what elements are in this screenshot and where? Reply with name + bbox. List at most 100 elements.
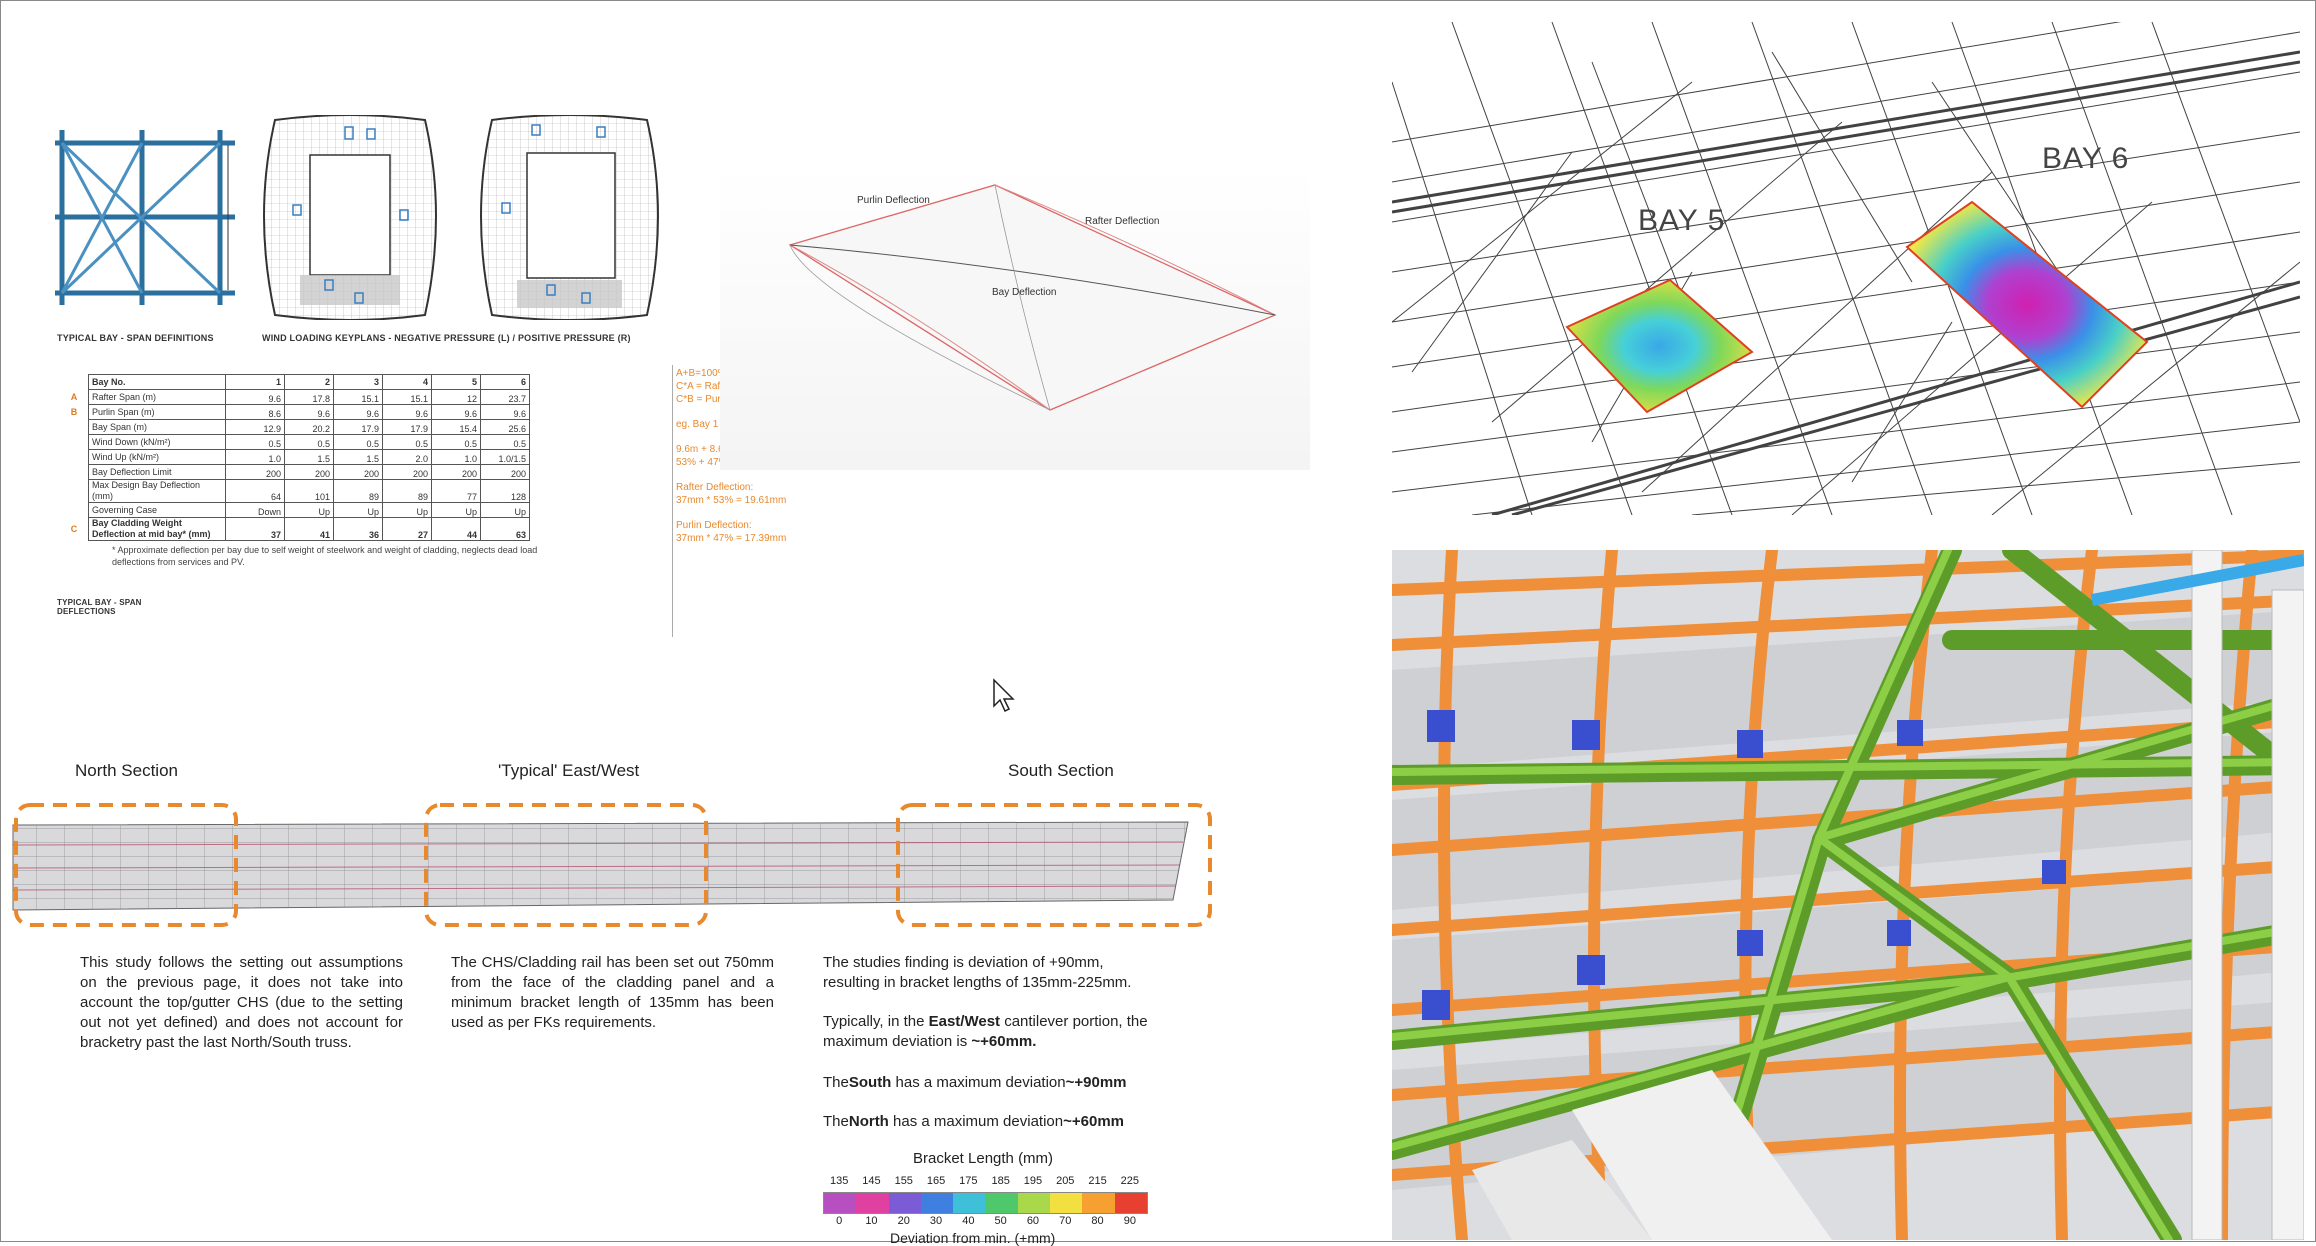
bay-6-label: BAY 6 xyxy=(2042,142,2130,175)
table-header-cell: 3 xyxy=(333,374,383,390)
table-cell: 128 xyxy=(480,479,530,503)
legend-swatch xyxy=(985,1193,1018,1213)
table-footnote: * Approximate deflection per bay due to … xyxy=(112,545,538,567)
table-cell: 9.6 xyxy=(225,389,285,405)
legend-swatch xyxy=(953,1193,986,1213)
legend-tick: 0 xyxy=(836,1215,843,1227)
legend-swatch xyxy=(1017,1193,1051,1213)
legend-color-bar xyxy=(823,1192,1148,1214)
table-cell: 12 xyxy=(431,389,481,405)
legend-tick: 90 xyxy=(1123,1215,1136,1227)
table-cell: 15.1 xyxy=(333,389,383,405)
table-cell: Down xyxy=(225,502,285,518)
table-header-cell: 1 xyxy=(225,374,285,390)
note-line: Rafter Deflection: xyxy=(676,482,754,493)
caption-span-definitions: TYPICAL BAY - SPAN DEFINITIONS xyxy=(57,333,214,343)
table-header-row: Bay No. 1 2 3 4 5 6 xyxy=(60,374,530,390)
paragraph-setting-out: This study follows the setting out assum… xyxy=(80,954,403,1051)
legend-tick: 175 xyxy=(959,1175,978,1187)
table-cell: 200 xyxy=(284,464,334,480)
deflection-sheet xyxy=(788,184,1277,411)
deflection-diagram: Purlin Deflection Rafter Deflection Bay … xyxy=(720,165,1310,470)
row-label: Purlin Span (m) xyxy=(88,404,226,420)
row-label: Bay Cladding Weight Deflection at mid ba… xyxy=(88,517,226,541)
steel-render-drawing xyxy=(1392,550,2304,1240)
table-header-cell: 2 xyxy=(284,374,334,390)
legend-swatch xyxy=(1114,1193,1147,1213)
table-header-cell: 5 xyxy=(431,374,481,390)
row-label: Rafter Span (m) xyxy=(88,389,226,405)
legend-swatch xyxy=(1050,1193,1083,1213)
table-cell: 200 xyxy=(431,464,481,480)
legend-tick: 40 xyxy=(962,1215,975,1227)
legend-tick: 145 xyxy=(862,1175,881,1187)
table-cell: 17.8 xyxy=(284,389,334,405)
row-letter xyxy=(60,503,89,518)
table-cell: Up xyxy=(480,502,530,518)
paragraph-findings: The studies finding is deviation of +90m… xyxy=(823,954,1132,991)
table-cell: 77 xyxy=(431,479,481,503)
legend-tick: 70 xyxy=(1059,1215,1072,1227)
row-label: Bay Span (m) xyxy=(88,419,226,435)
table-cell: 200 xyxy=(382,464,432,480)
wind-keyplan-positive xyxy=(480,115,659,320)
wireframe-drawing xyxy=(1392,22,2300,515)
note-line: Purlin Deflection: xyxy=(676,520,752,531)
south-section-title: South Section xyxy=(1008,761,1114,780)
table-cell: 2.0 xyxy=(382,449,432,465)
table-cell: 9.6 xyxy=(480,404,530,420)
row-label: Governing Case xyxy=(88,502,226,518)
wind-keyplan-negative xyxy=(263,115,437,320)
row-letter: C xyxy=(70,524,78,534)
legend-title: Bracket Length (mm) xyxy=(913,1150,1054,1167)
table-cell: 101 xyxy=(284,479,334,503)
paragraph-north: TheNorth has a maximum deviation~+60mm xyxy=(823,1113,1124,1130)
legend-tick: 225 xyxy=(1120,1175,1140,1187)
divider xyxy=(672,365,673,637)
table-cell: Up xyxy=(431,502,481,518)
table-cell: 41 xyxy=(284,517,334,541)
table-row: C Bay Cladding Weight Deflection at mid b… xyxy=(60,517,530,541)
bay-5-label: BAY 5 xyxy=(1638,204,1726,237)
legend-tick: 80 xyxy=(1091,1215,1104,1227)
row-label: Wind Up (kN/m²) xyxy=(88,449,226,465)
caption-span-deflections: TYPICAL BAY - SPAN DEFLECTIONS xyxy=(57,598,142,616)
purlin-deflection-label: Purlin Deflection xyxy=(857,195,930,206)
legend-tick: 135 xyxy=(829,1175,849,1187)
legend-tick: 165 xyxy=(926,1175,946,1187)
legend-subtitle: Deviation from min. (+mm) xyxy=(890,1230,1056,1246)
table-cell: 0.5 xyxy=(333,434,383,450)
table-cell: 89 xyxy=(333,479,383,503)
legend-tick: 155 xyxy=(894,1175,913,1187)
caption-wind-keyplans: WIND LOADING KEYPLANS - NEGATIVE PRESSUR… xyxy=(262,333,631,343)
table-cell: 63 xyxy=(480,517,530,541)
legend-swatch xyxy=(920,1193,954,1213)
table-cell: 89 xyxy=(382,479,432,503)
row-letter xyxy=(60,480,89,503)
bay-deflection-label: Bay Deflection xyxy=(992,287,1057,298)
wireframe-model-view: BAY 5 BAY 6 xyxy=(1392,22,2300,515)
rafter-deflection-label: Rafter Deflection xyxy=(1085,216,1160,227)
legend-swatch xyxy=(1082,1193,1115,1213)
table-cell: 1.0 xyxy=(431,449,481,465)
table-header-cell: 6 xyxy=(480,374,530,390)
table-cell: 200 xyxy=(225,464,285,480)
legend-tick: 10 xyxy=(865,1215,878,1227)
table-cell: Up xyxy=(284,502,334,518)
table-cell: 44 xyxy=(431,517,481,541)
table-cell: 0.5 xyxy=(225,434,285,450)
table-cell: 20.2 xyxy=(284,419,334,435)
steel-3d-render xyxy=(1392,550,2304,1240)
legend-tick: 185 xyxy=(991,1175,1010,1187)
table-header-cell: 4 xyxy=(382,374,432,390)
table-cell: 9.6 xyxy=(431,404,481,420)
row-letter xyxy=(60,450,89,465)
